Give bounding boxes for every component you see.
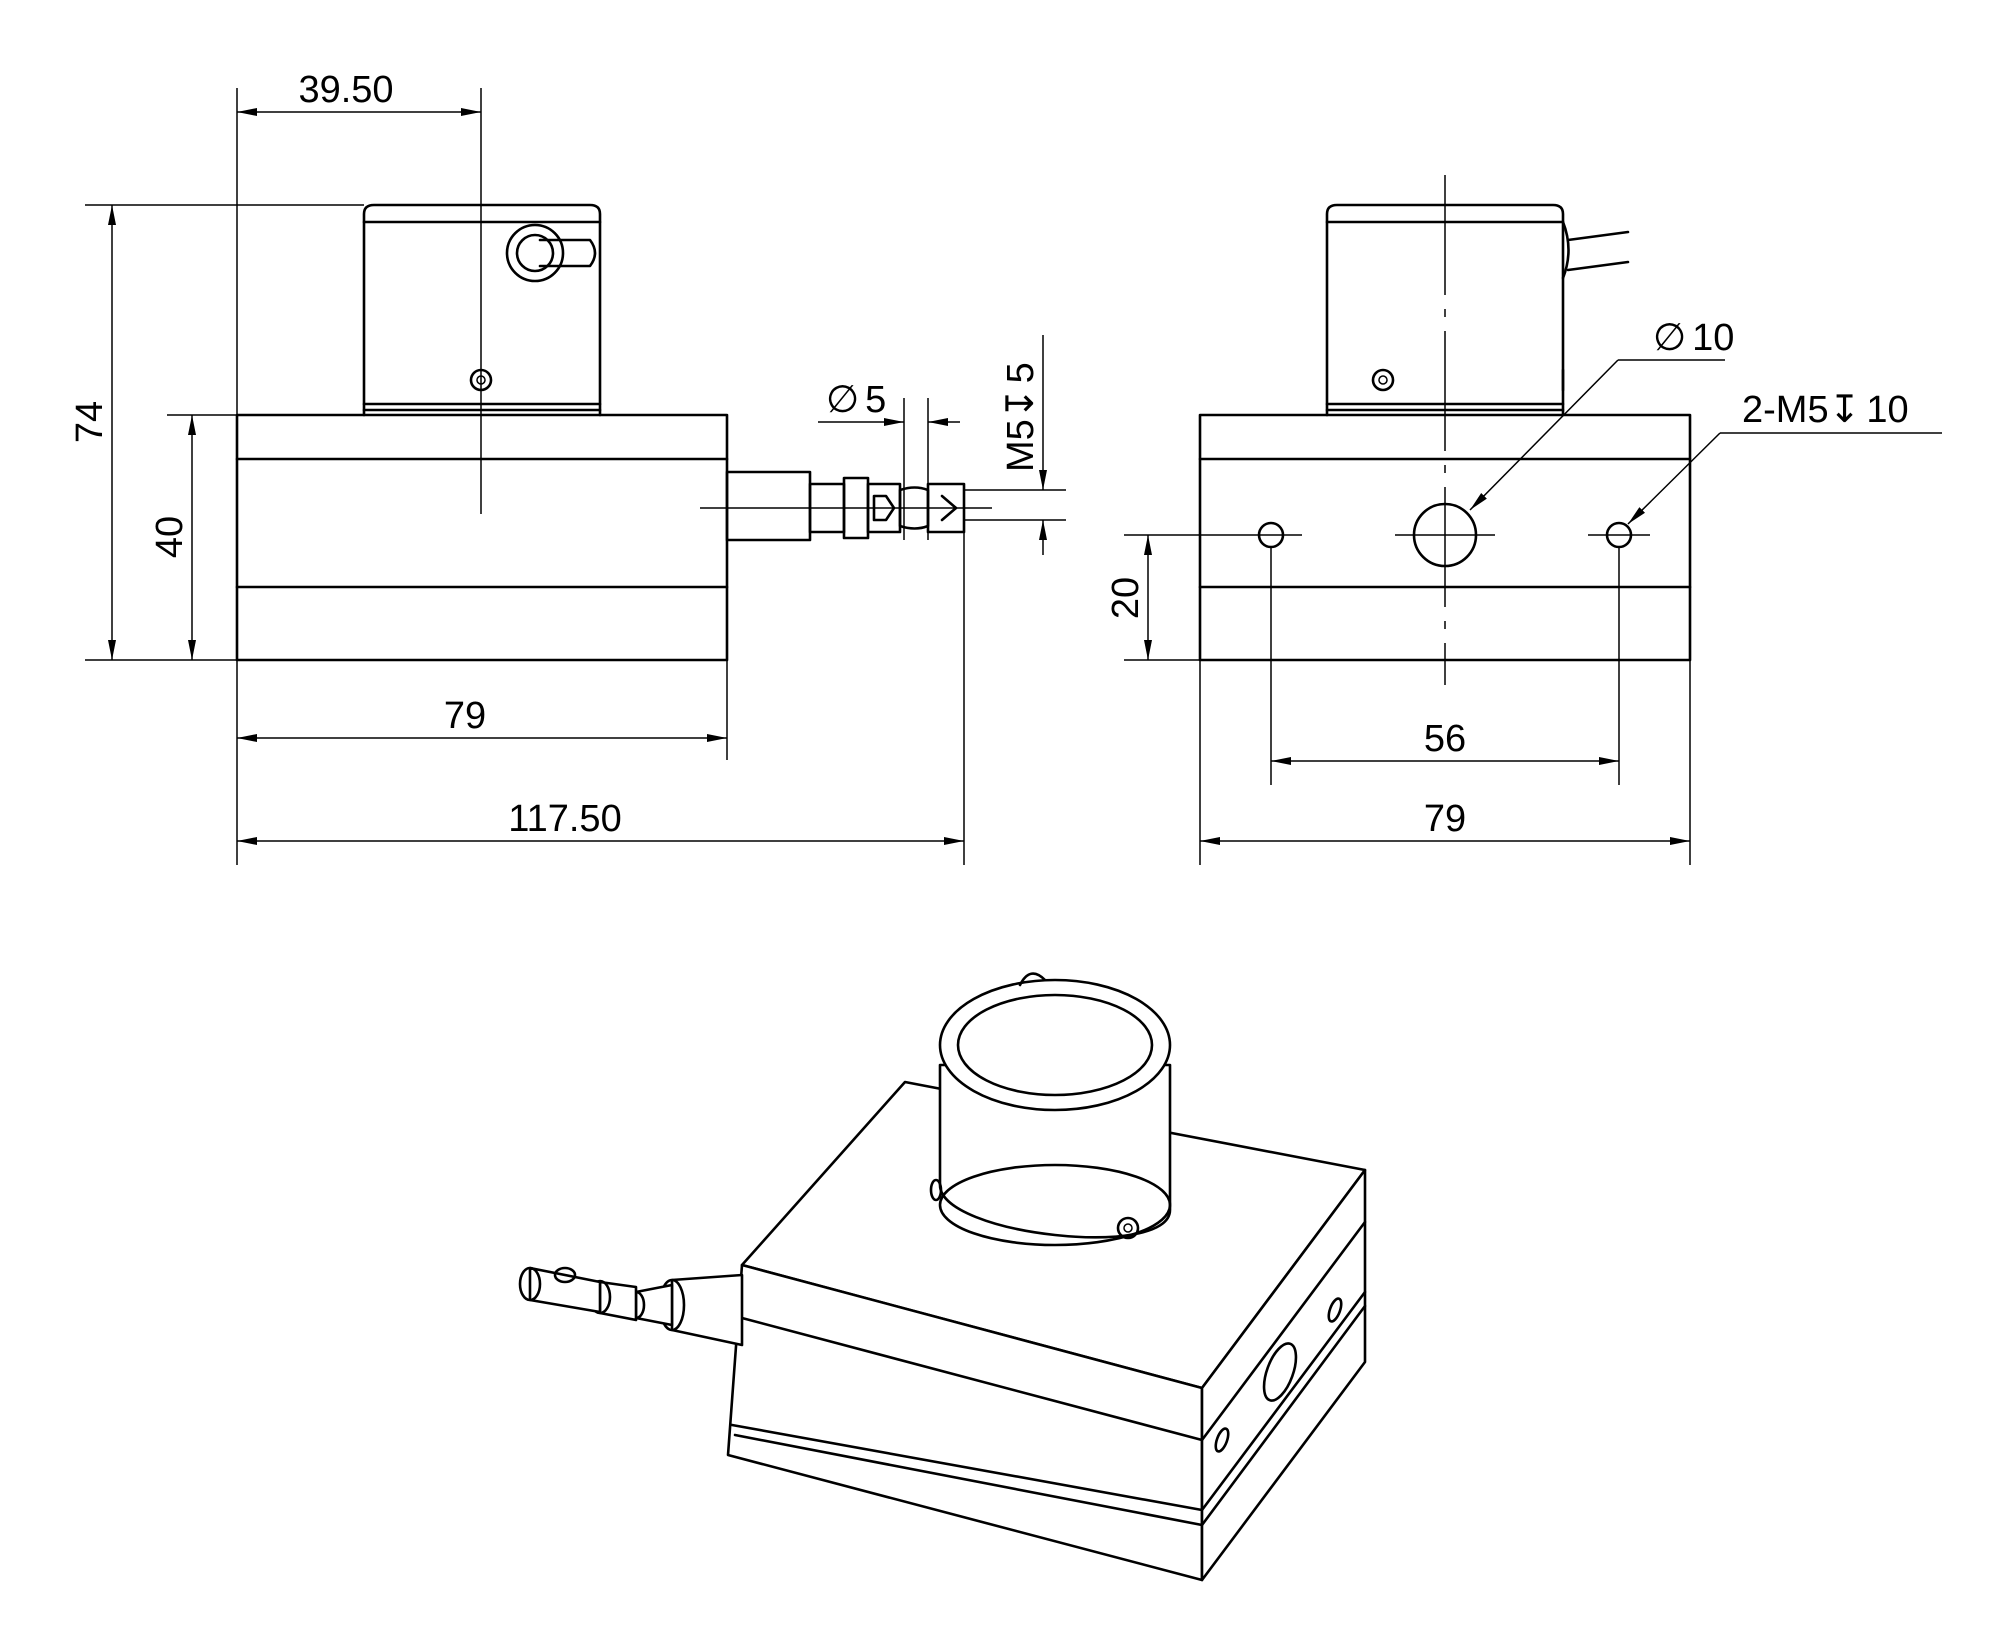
wire-outlet bbox=[700, 470, 992, 542]
dim-56-text: 56 bbox=[1424, 718, 1466, 760]
screw-icon bbox=[1116, 1216, 1140, 1240]
screw-icon bbox=[1371, 368, 1395, 392]
isometric-view bbox=[518, 972, 1367, 1582]
diameter-symbol: ∅ bbox=[826, 379, 859, 421]
dim-dia-5: ∅5 bbox=[818, 379, 960, 540]
dim-40-text: 40 bbox=[149, 516, 191, 558]
dim-79-front-text: 79 bbox=[444, 695, 486, 737]
dim-2-m5-text: 2-M5 bbox=[1742, 389, 1829, 431]
iso-mount-hole bbox=[1214, 1427, 1230, 1453]
dim-39-50: 39.50 bbox=[236, 69, 481, 415]
svg-text:M5↧5: M5↧ 5 bbox=[1000, 362, 1042, 472]
dim-117-50-text: 117.50 bbox=[508, 798, 621, 840]
dim-m5-text: M5 bbox=[1000, 419, 1042, 472]
svg-text:2-M5↧10: 2-M5↧10 bbox=[1742, 389, 1909, 431]
dim-m5-depth-text: 5 bbox=[1000, 362, 1042, 383]
dim-20-text: 20 bbox=[1105, 577, 1147, 619]
iso-wire-outlet bbox=[518, 1266, 744, 1347]
front-view: 39.50 74 40 79 117.50 bbox=[69, 69, 1066, 865]
side-view: ∅10 2-M5↧10 20 56 bbox=[1105, 175, 1942, 865]
iso-mount-hole bbox=[1327, 1297, 1343, 1323]
cable-gland-icon bbox=[505, 223, 565, 283]
depth-symbol: ↧ bbox=[1829, 389, 1861, 431]
dim-56: 56 bbox=[1270, 548, 1620, 785]
svg-text:∅5: ∅5 bbox=[826, 379, 886, 421]
dim-dia-10-text: 10 bbox=[1692, 317, 1734, 359]
iso-cylinder bbox=[929, 972, 1172, 1247]
dim-m5-depth: M5↧ 5 bbox=[964, 335, 1066, 555]
depth-symbol: ↧ bbox=[1000, 387, 1042, 419]
dim-79-front: 79 bbox=[236, 540, 728, 865]
dim-79-side-text: 79 bbox=[1424, 798, 1466, 840]
svg-text:∅10: ∅10 bbox=[1653, 317, 1734, 359]
diameter-symbol: ∅ bbox=[1653, 317, 1686, 359]
front-cylinder bbox=[362, 203, 602, 417]
dim-79-side: 79 bbox=[1199, 660, 1691, 865]
front-body bbox=[235, 413, 729, 662]
iso-center-hole bbox=[1262, 1342, 1298, 1402]
dim-2-m5-depth-text: 10 bbox=[1866, 389, 1908, 431]
dim-39-50-text: 39.50 bbox=[298, 69, 393, 111]
dim-2-m5: 2-M5↧10 bbox=[1627, 389, 1942, 525]
side-cylinder bbox=[1325, 203, 1630, 417]
dim-20: 20 bbox=[1105, 534, 1240, 661]
dim-40: 40 bbox=[149, 414, 237, 660]
dim-74-text: 74 bbox=[69, 401, 111, 443]
dim-74: 74 bbox=[69, 204, 364, 661]
dim-dia-10: ∅10 bbox=[1469, 317, 1734, 511]
dim-117-50: 117.50 bbox=[237, 532, 965, 865]
dim-dia-5-text: 5 bbox=[865, 379, 886, 421]
iso-right-face bbox=[1200, 1168, 1367, 1582]
